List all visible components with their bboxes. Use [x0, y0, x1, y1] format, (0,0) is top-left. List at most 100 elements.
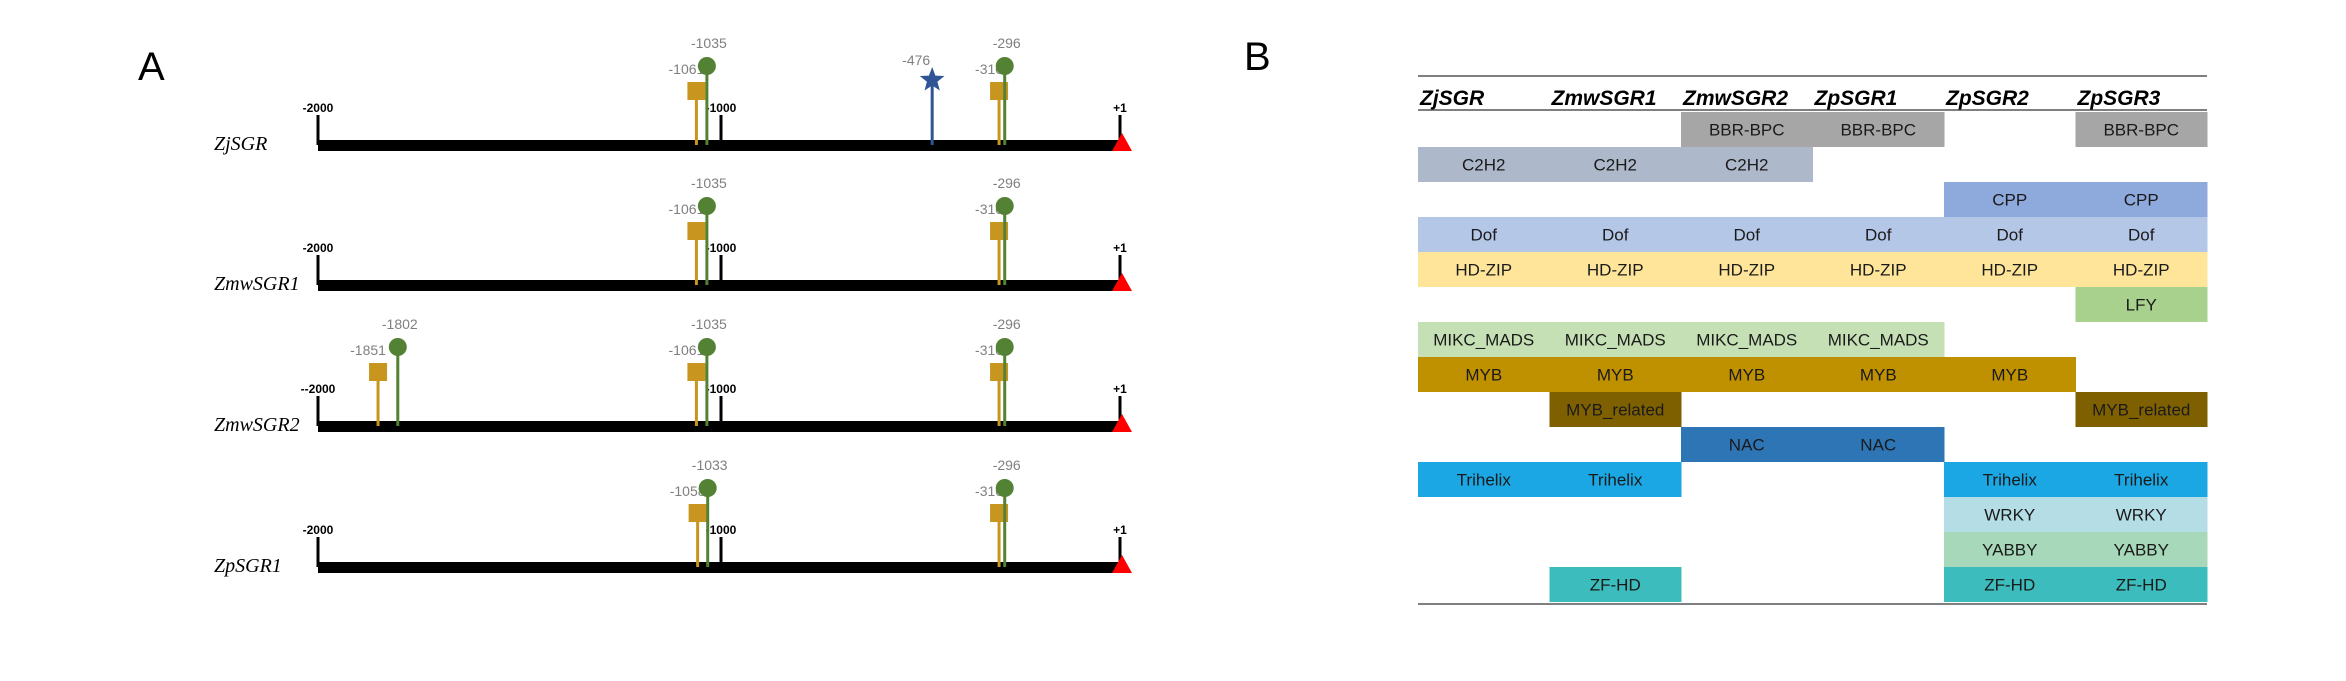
- axis-tick: [719, 115, 723, 145]
- circle-element-marker: -1035: [691, 316, 727, 426]
- axis-tick: [1118, 255, 1122, 285]
- family-cell: [1812, 252, 1945, 287]
- element-position-label: -1851: [350, 342, 386, 358]
- element-position-label: -1035: [691, 175, 727, 191]
- family-cell: [1681, 217, 1813, 252]
- family-cell: [1418, 147, 1550, 182]
- axis-tick: [719, 396, 723, 426]
- family-cell-label: CPP: [2124, 191, 2159, 210]
- tick-label: -1000: [706, 101, 737, 115]
- family-cell-label: NAC: [1729, 436, 1765, 455]
- family-cell-label: YABBY: [1982, 541, 2037, 560]
- element-position-label: -296: [993, 457, 1021, 473]
- family-cell: [2075, 532, 2208, 567]
- element-position-label: -1058: [670, 483, 706, 499]
- axis-tick: [719, 255, 723, 285]
- family-cell: [1944, 357, 2076, 392]
- element-position-label: -1035: [691, 316, 727, 332]
- family-cell: [1418, 217, 1550, 252]
- family-cell: [1549, 357, 1682, 392]
- panel-a-label: A: [138, 45, 165, 89]
- family-cell: [1681, 322, 1813, 357]
- column-header: ZmwSGR1: [1551, 87, 1657, 110]
- panel-b-label: B: [1244, 35, 1271, 79]
- family-cell: [1549, 147, 1682, 182]
- axis-tick: [316, 255, 320, 285]
- family-cell-label: BBR-BPC: [1840, 121, 1916, 140]
- family-cell: [1812, 112, 1945, 147]
- tick-label: +1: [1113, 241, 1127, 255]
- promoter-bar: [318, 421, 1124, 432]
- tick-label: -1000: [706, 523, 737, 537]
- promoter-bar: [318, 140, 1124, 151]
- star-element-marker: -476: [902, 52, 945, 145]
- element-position-label: -476: [902, 52, 930, 68]
- axis-tick: [316, 537, 320, 567]
- family-cell: [2075, 182, 2208, 217]
- family-cell: [1418, 252, 1550, 287]
- axis-tick: [1118, 537, 1122, 567]
- family-cell-label: MIKC_MADS: [1433, 331, 1534, 350]
- family-cell-label: HD-ZIP: [1455, 261, 1512, 280]
- family-cell-label: MYB_related: [2092, 401, 2190, 420]
- family-cell-label: ZF-HD: [2116, 576, 2167, 595]
- family-cell-label: MYB: [1728, 366, 1765, 385]
- promoter-row-ZjSGR: ZjSGR-2000-1000+1-1061-1035-476-310-296: [214, 35, 1132, 155]
- square-element-marker: -1061: [669, 342, 706, 426]
- tick-label: -2000: [303, 101, 334, 115]
- family-cell: [1681, 427, 1813, 462]
- element-position-label: -1033: [692, 457, 728, 473]
- family-row-LFY: LFY: [2075, 287, 2208, 322]
- column-header: ZpSGR1: [1814, 87, 1898, 110]
- element-position-label: -296: [993, 316, 1021, 332]
- column-header: ZpSGR3: [2077, 87, 2161, 110]
- family-cell: [1681, 112, 1813, 147]
- element-position-label: -1035: [691, 35, 727, 51]
- column-header: ZjSGR: [1419, 87, 1485, 110]
- tick-label: +1: [1113, 382, 1127, 396]
- family-cell-label: Trihelix: [1588, 471, 1643, 490]
- circle-element-marker: -296: [993, 35, 1021, 145]
- family-cell-label: HD-ZIP: [2113, 261, 2170, 280]
- family-cell-label: HD-ZIP: [1587, 261, 1644, 280]
- family-cell-label: WRKY: [1984, 506, 2035, 525]
- axis-tick: [719, 537, 723, 567]
- family-cell-label: C2H2: [1725, 156, 1768, 175]
- promoter-row-ZmwSGR1: ZmwSGR1-2000-1000+1-1061-1035-310-296: [214, 175, 1132, 295]
- family-cell: [2075, 252, 2208, 287]
- family-cell: [1418, 357, 1550, 392]
- family-cell-label: HD-ZIP: [1850, 261, 1907, 280]
- tick-label: +1: [1113, 523, 1127, 537]
- tss-triangle: [1112, 414, 1132, 432]
- element-position-label: -1061: [669, 201, 705, 217]
- family-cell-label: Trihelix: [2114, 471, 2169, 490]
- column-header: ZpSGR2: [1945, 87, 2029, 110]
- family-cell-label: HD-ZIP: [1981, 261, 2038, 280]
- family-cell-label: C2H2: [1462, 156, 1505, 175]
- family-cell-label: Dof: [2128, 226, 2155, 245]
- circle-element-marker: -1035: [691, 175, 727, 285]
- family-cell: [1944, 252, 2076, 287]
- family-cell-label: NAC: [1860, 436, 1896, 455]
- tick-label: --2000: [301, 382, 336, 396]
- family-cell: [1812, 217, 1945, 252]
- family-cell: [2075, 462, 2208, 497]
- family-cell-label: Dof: [1997, 226, 2024, 245]
- gene-name: ZmwSGR1: [214, 273, 300, 295]
- tick-label: -1000: [706, 241, 737, 255]
- family-cell: [2075, 497, 2208, 532]
- family-cell-label: MYB: [1860, 366, 1897, 385]
- tss-triangle: [1112, 555, 1132, 573]
- element-position-label: -296: [993, 175, 1021, 191]
- family-cell-label: WRKY: [2116, 506, 2167, 525]
- family-cell-label: Dof: [1865, 226, 1892, 245]
- family-cell: [1549, 392, 1682, 427]
- family-cell: [1549, 252, 1682, 287]
- family-cell-label: HD-ZIP: [1718, 261, 1775, 280]
- family-cell-label: Dof: [1471, 226, 1498, 245]
